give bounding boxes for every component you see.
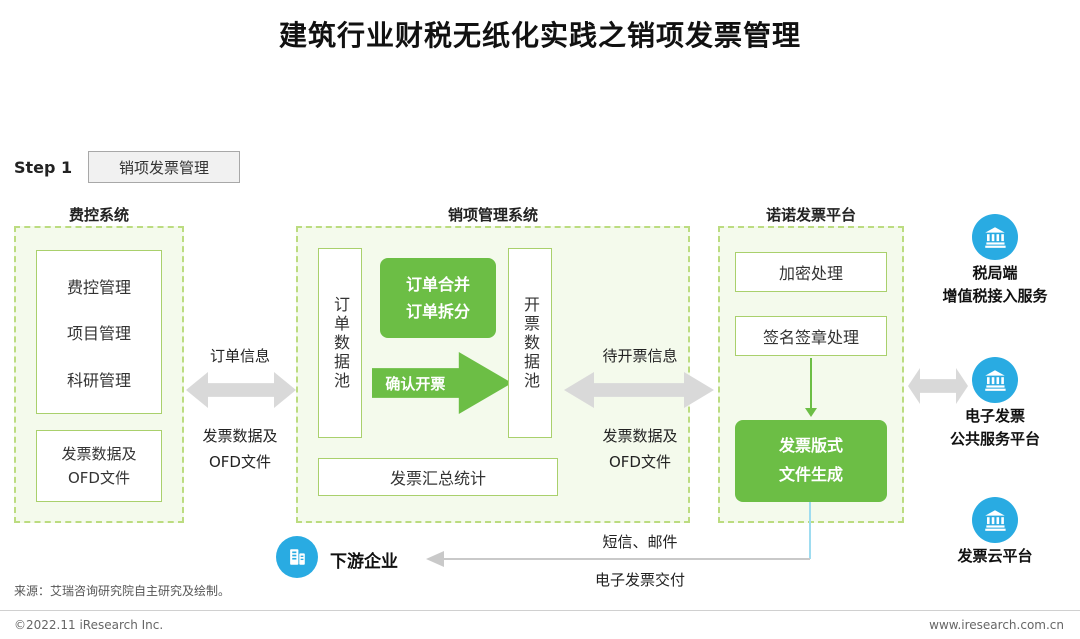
- expense-modules-box: 费控管理 项目管理 科研管理: [36, 250, 162, 414]
- invoice-summary-box: 发票汇总统计: [318, 458, 558, 496]
- public-service-platform-label: 电子发票 公共服务平台: [949, 407, 1040, 449]
- delivery-action-label: 电子发票交付: [594, 571, 685, 589]
- invoice-layout-file-box: 发票版式 文件生成: [735, 420, 887, 502]
- bank-glyph: [985, 510, 1006, 531]
- down-arrow-connector: [805, 358, 817, 417]
- building-glyph: [290, 549, 305, 565]
- tax-bureau-label: 税局端 增值税接入服务: [942, 264, 1048, 306]
- public-service-platform-icon: [972, 357, 1018, 403]
- nuonuo-platform-title: 诺诺发票平台: [765, 206, 856, 224]
- flow1-double-arrow: [186, 372, 296, 408]
- source-note: 来源：艾瑞咨询研究院自主研究及绘制。: [14, 584, 231, 598]
- downstream-enterprise-icon: [276, 536, 318, 578]
- page-title: 建筑行业财税无纸化实践之销项发票管理: [278, 19, 801, 52]
- step-label: Step 1: [14, 158, 73, 177]
- flow1-top-label: 订单信息: [209, 347, 270, 365]
- step-badge: 销项发票管理: [88, 151, 240, 183]
- delivery-connector-line: [809, 502, 811, 559]
- module-research-mgmt: 科研管理: [66, 370, 131, 390]
- sales-system-title: 销项管理系统: [447, 206, 538, 224]
- order-data-pool-box: 订单数据池: [318, 248, 362, 438]
- confirm-invoice-label: 确认开票: [385, 374, 446, 393]
- invoice-data-pool-box: 开票数据池: [508, 248, 552, 438]
- bank-glyph: [985, 227, 1006, 248]
- footer-url: www.iresearch.com.cn: [929, 618, 1064, 632]
- footer-copyright: ©2022.11 iResearch Inc.: [14, 618, 164, 632]
- flow2-top-label: 待开票信息: [602, 347, 678, 365]
- expense-invoice-data-box: 发票数据及 OFD文件: [36, 430, 162, 502]
- expense-system-title: 费控系统: [68, 206, 129, 224]
- order-merge-split-box: 订单合并 订单拆分: [380, 258, 496, 338]
- flow1-bottom-label: 发票数据及 OFD文件: [202, 427, 278, 471]
- downstream-enterprise-label: 下游企业: [330, 552, 398, 572]
- encrypt-process-box: 加密处理: [735, 252, 887, 292]
- delivery-arrowhead: [426, 551, 444, 567]
- flow3-double-arrow: [908, 368, 968, 404]
- delivery-arrow-line: [444, 558, 810, 560]
- module-project-mgmt: 项目管理: [66, 324, 131, 343]
- bank-glyph: [985, 370, 1006, 391]
- flow2-bottom-label: 发票数据及 OFD文件: [602, 427, 678, 471]
- invoice-cloud-platform-icon: [972, 497, 1018, 543]
- module-expense-mgmt: 费控管理: [66, 277, 131, 297]
- footer-divider: [0, 610, 1080, 611]
- sign-seal-process-box: 签名签章处理: [735, 316, 887, 356]
- tax-bureau-icon: [972, 214, 1018, 260]
- invoice-cloud-platform-label: 发票云平台: [957, 547, 1033, 565]
- delivery-method-label: 短信、邮件: [602, 533, 678, 551]
